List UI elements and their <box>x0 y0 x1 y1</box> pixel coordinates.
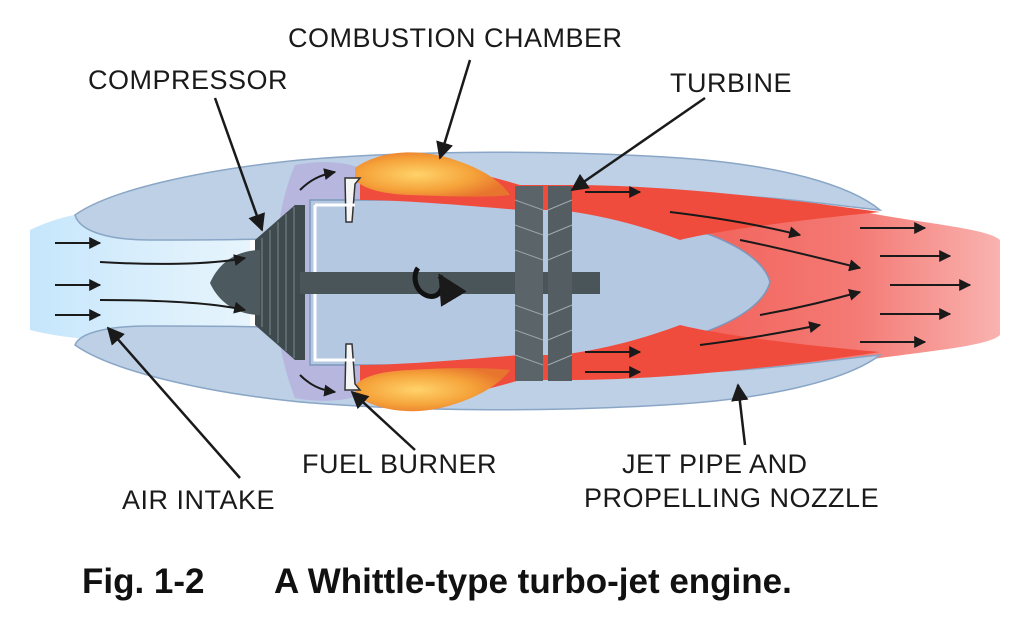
nose-cone <box>210 250 260 315</box>
turbine-nozzle-hatch <box>514 199 544 366</box>
label-combustion-chamber: COMBUSTION CHAMBER <box>288 23 623 53</box>
figure-title: A Whittle-type turbo-jet engine. <box>274 562 792 601</box>
intake-flow-arrows <box>55 168 337 397</box>
leader-combustion-chamber <box>436 59 472 160</box>
lower-flame <box>355 368 510 412</box>
turbine-rotor-hatch <box>547 199 573 366</box>
label-turbine: TURBINE <box>670 68 793 98</box>
leader-jet-pipe <box>731 383 749 446</box>
lower-fuel-burner <box>344 343 362 391</box>
rotation-arrow-icon <box>412 266 467 307</box>
label-jet-pipe-line1: JET PIPE AND <box>622 449 808 479</box>
leader-lines <box>106 59 749 479</box>
label-jet-pipe-line2: PROPELLING NOZZLE <box>584 483 880 513</box>
turbine-nozzle-guide <box>515 186 543 381</box>
leader-compressor <box>213 97 265 232</box>
label-air-intake: AIR INTAKE <box>122 485 276 515</box>
exhaust-flow-arrows <box>585 186 972 378</box>
leader-air-intake <box>106 326 241 479</box>
turbojet-diagram <box>30 59 1000 479</box>
leader-fuel-burner <box>350 390 416 451</box>
combustion-liner <box>313 203 355 362</box>
figure-number: Fig. 1-2 <box>82 562 205 601</box>
figure-caption: Fig. 1-2 A Whittle-type turbo-jet engine. <box>82 562 792 602</box>
turbine-rotor <box>548 186 572 381</box>
leader-turbine <box>570 96 706 192</box>
upper-fuel-burner <box>344 177 362 223</box>
label-compressor: COMPRESSOR <box>88 65 289 95</box>
label-fuel-burner: FUEL BURNER <box>302 449 498 479</box>
compressor-vanes <box>261 207 295 358</box>
upper-flame <box>355 152 510 197</box>
intake-airflow <box>30 208 250 342</box>
compressor-impeller <box>255 205 305 360</box>
